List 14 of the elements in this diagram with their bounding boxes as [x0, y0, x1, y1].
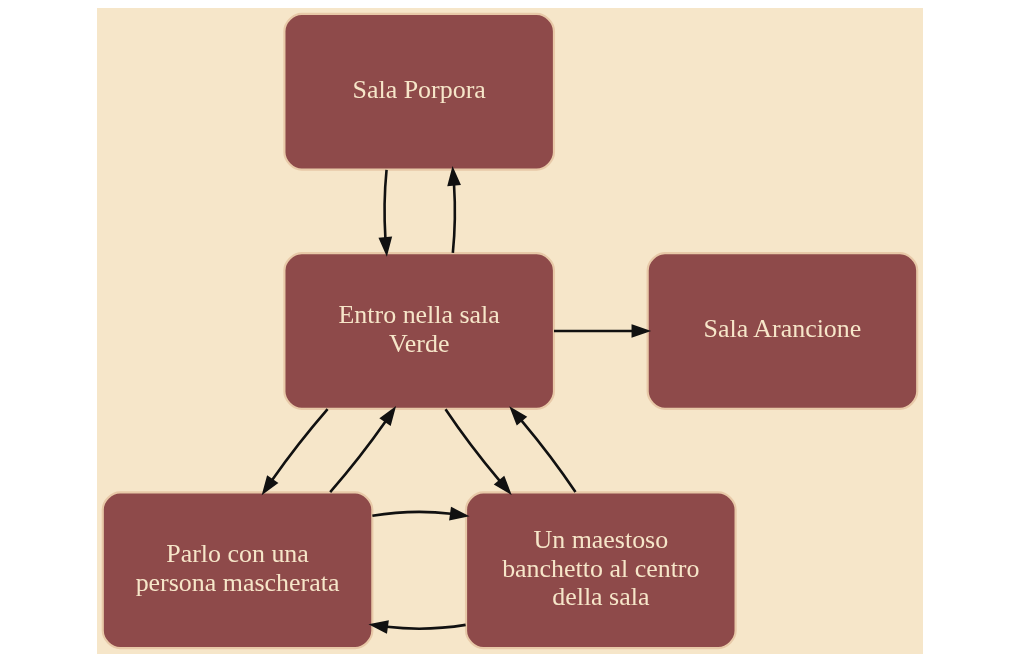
arrow — [553, 324, 651, 338]
arrow — [443, 408, 512, 496]
arrow — [377, 169, 392, 257]
node-box: Parlo con una persona mascherata — [101, 491, 373, 650]
node-box: Sala Porpora — [282, 12, 555, 171]
arrow — [328, 405, 396, 493]
node-box: Un maestoso banchetto al centro della sala — [464, 491, 737, 650]
arrow — [371, 506, 469, 521]
node-box: Entro nella sala Verde — [282, 252, 555, 410]
arrow — [261, 408, 329, 496]
node-box: Sala Arancione — [646, 252, 918, 410]
arrow — [367, 620, 466, 634]
arrow — [446, 166, 461, 253]
arrow — [508, 406, 577, 493]
